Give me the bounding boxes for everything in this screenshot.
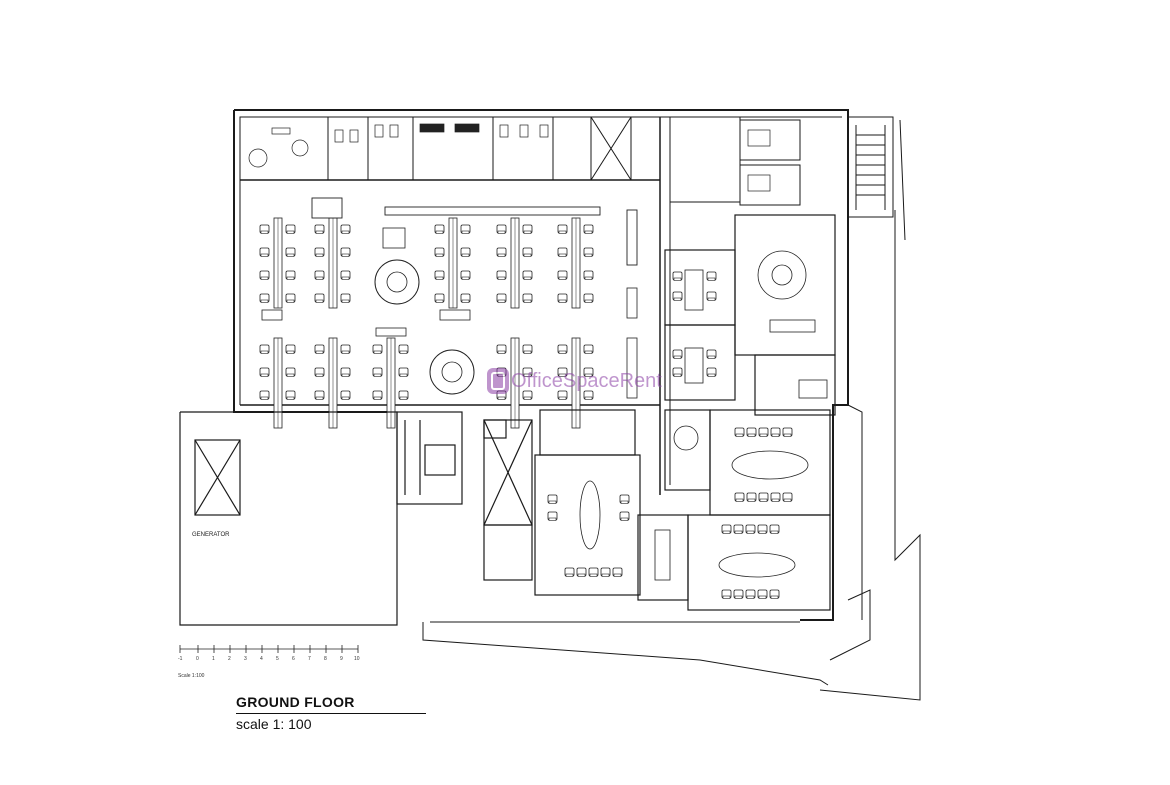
floor-scale-text: scale 1: 100 [236, 716, 312, 732]
watermark-text: OfficeSpaceRent [511, 369, 662, 392]
scale-tick: 8 [324, 656, 327, 662]
core-stairs-lift [396, 411, 533, 581]
site-boundary [422, 119, 921, 701]
workstations-upper [259, 197, 638, 321]
watermark-logo-icon [487, 368, 509, 394]
top-fixtures [248, 123, 771, 192]
scale-tick: 1 [212, 656, 215, 662]
title-block: GROUND FLOOR scale 1: 100 [236, 694, 426, 732]
scale-tick: 6 [292, 656, 295, 662]
title-underline [236, 713, 426, 714]
scale-tick: 2 [228, 656, 231, 662]
scale-tick: -1 [178, 656, 183, 662]
floor-title: GROUND FLOOR [236, 694, 355, 710]
scale-tick: 5 [276, 656, 279, 662]
meeting-furniture [547, 250, 828, 599]
scale-tick: 3 [244, 656, 247, 662]
scale-tick: 10 [354, 656, 360, 662]
scale-tick: 4 [260, 656, 263, 662]
scale-tick: 9 [340, 656, 343, 662]
generator-label: GENERATOR [192, 532, 230, 538]
top-service-rooms [239, 116, 894, 218]
scale-bar-ticks: -1 0 1 2 3 4 5 6 7 8 9 10 [178, 656, 360, 662]
meeting-rooms [534, 214, 836, 611]
scale-caption: Scale 1:100 [178, 673, 205, 679]
workstations-lower [259, 327, 638, 429]
generator-enclosure [179, 411, 398, 626]
scale-tick: 0 [196, 656, 199, 662]
watermark: OfficeSpaceRent [487, 368, 662, 394]
scale-bar [179, 645, 359, 653]
scale-tick: 7 [308, 656, 311, 662]
